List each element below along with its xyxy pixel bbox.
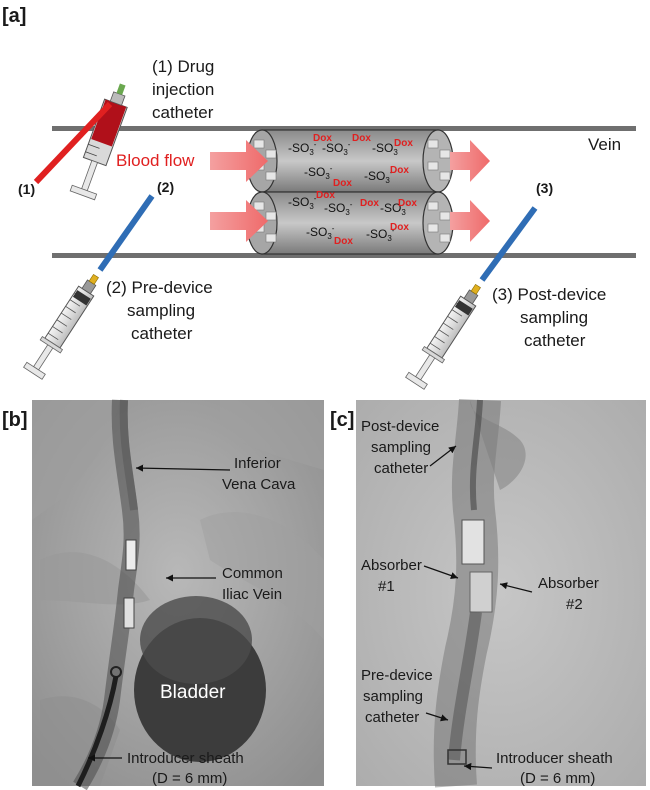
syringe1-label-line1: (1) Drug — [152, 57, 214, 76]
pre-device-catheter-blue — [97, 194, 155, 272]
post-label-line2: sampling — [371, 439, 431, 456]
panel-c: [c] Post-device sampling catheter Absorb… — [330, 398, 646, 788]
c-sheath-label-line1: Introducer sheath — [496, 750, 613, 767]
absorber-2-image — [469, 571, 493, 613]
dox-label: Dox — [390, 222, 409, 233]
b-sheath-label-line2: (D = 6 mm) — [152, 770, 227, 787]
vein-label: Vein — [588, 135, 621, 154]
abs2-label-line1: Absorber — [538, 575, 599, 592]
flow-arrow-out-upper — [450, 140, 490, 182]
syringe2-label-line2: sampling — [127, 301, 195, 320]
post-label-line3: catheter — [374, 460, 428, 477]
absorber-device: -SO3- -SO3- -SO3- -SO3- -SO3- -SO3- -SO3… — [246, 129, 454, 255]
pre-device-label: (2) Pre-device sampling catheter — [106, 278, 213, 343]
syringe3-label-line3: catheter — [524, 331, 586, 350]
dox-label: Dox — [394, 138, 413, 149]
pre-label-line2: sampling — [363, 688, 423, 705]
panel-b-tag: [b] — [2, 409, 28, 431]
marker-1: (1) — [18, 181, 35, 197]
c-sheath-label-line2: (D = 6 mm) — [520, 770, 595, 787]
vein-wall-top — [52, 126, 636, 131]
dox-label: Dox — [316, 190, 335, 201]
pre-label-line1: Pre-device — [361, 667, 433, 684]
post-device-syringe — [404, 206, 538, 391]
panel-c-tag: [c] — [330, 409, 354, 431]
post-device-catheter-blue — [479, 206, 538, 282]
ivc-label-line2: Vena Cava — [222, 476, 296, 493]
marker-3: (3) — [536, 180, 553, 196]
syringe2-label-line3: catheter — [131, 324, 193, 343]
flow-arrow-out-lower — [450, 200, 490, 242]
post-label-line1: Post-device — [361, 418, 439, 435]
syringe3-label-line1: (3) Post-device — [492, 285, 606, 304]
absorber-1-image — [461, 519, 485, 565]
flow-arrow-in-lower — [210, 200, 268, 242]
post-device-label: (3) Post-device sampling catheter — [492, 285, 606, 350]
bladder-label: Bladder — [160, 682, 226, 703]
syringe1-label-line3: catheter — [152, 103, 214, 122]
vein-wall-bottom — [52, 253, 636, 258]
syringe1-label-line2: injection — [152, 80, 214, 99]
drug-injection-syringe — [33, 83, 128, 201]
syringe2-label-line1: (2) Pre-device — [106, 278, 213, 297]
drug-catheter-red — [33, 101, 113, 185]
civ-label-line2: Iliac Vein — [222, 586, 282, 603]
dox-label: Dox — [360, 198, 379, 209]
dox-label: Dox — [352, 133, 371, 144]
blood-flow-arrows — [210, 140, 490, 242]
panel-a-tag: [a] — [2, 5, 26, 27]
dox-label: Dox — [333, 178, 352, 189]
pre-device-syringe — [22, 194, 155, 381]
dox-label: Dox — [313, 133, 332, 144]
abs1-label-line1: Absorber — [361, 557, 422, 574]
flow-arrow-in-upper — [210, 140, 268, 182]
b-sheath-label-line1: Introducer sheath — [127, 750, 244, 767]
dox-label: Dox — [398, 198, 417, 209]
ivc-label-line1: Inferior — [234, 455, 281, 472]
abs1-label-line2: #1 — [378, 578, 395, 595]
panel-a: [a] Vein (1) Drug injection catheter (1 — [2, 5, 636, 391]
abs2-label-line2: #2 — [566, 596, 583, 613]
pre-label-line3: catheter — [365, 709, 419, 726]
syringe3-label-line2: sampling — [520, 308, 588, 327]
dox-label: Dox — [334, 236, 353, 247]
civ-label-line1: Common — [222, 565, 283, 582]
blood-flow-label: Blood flow — [116, 151, 195, 170]
panel-b: Bladder [b] Inferior Vena Cava Common Il… — [2, 399, 324, 790]
dox-label: Dox — [390, 165, 409, 176]
drug-injection-label: (1) Drug injection catheter — [152, 57, 214, 122]
marker-2: (2) — [157, 179, 174, 195]
